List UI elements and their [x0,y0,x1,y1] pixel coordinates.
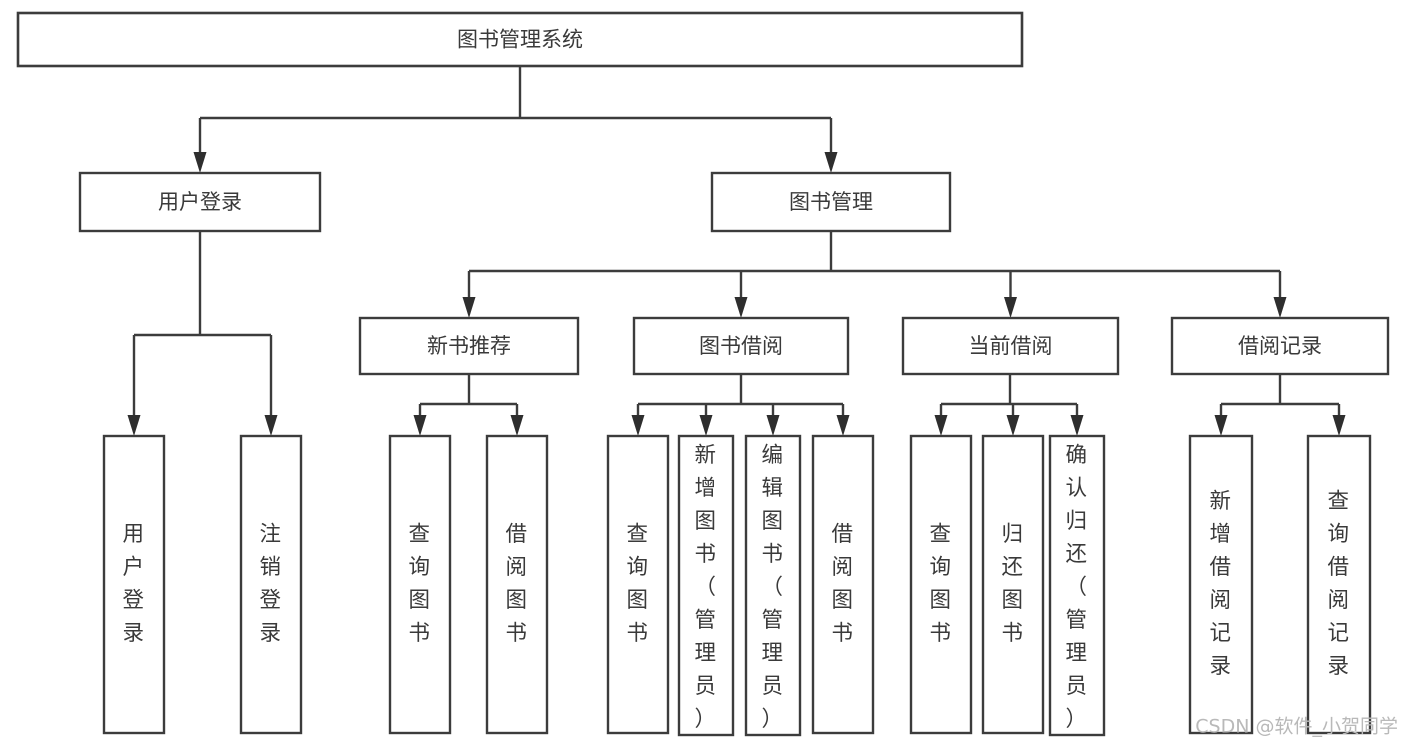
connector-group-l2d [1214,374,1346,436]
node-label: 借阅图书 [505,522,528,646]
node-leaf05[interactable]: 查询图书 [606,434,670,735]
connector-layer [127,66,1346,436]
node-box[interactable] [1306,434,1372,735]
node-label: 新书推荐 [427,334,511,358]
node-label: 确认归还（管理员） [1065,443,1088,732]
arrow-head-icon [836,415,850,436]
arrow-head-icon [734,297,748,318]
node-leaf12[interactable]: 新增借阅记录 [1188,434,1254,735]
node-box[interactable] [78,171,322,233]
node-box[interactable] [901,316,1120,376]
node-label: 用户登录 [122,522,145,646]
node-l2b[interactable]: 图书借阅 [632,316,850,376]
node-box[interactable] [677,434,735,737]
node-label: 借阅图书 [831,522,854,646]
node-leaf03[interactable]: 查询图书 [388,434,452,735]
arrow-head-icon [1273,297,1287,318]
node-leaf04[interactable]: 借阅图书 [485,434,549,735]
connector-group-l1a [127,231,278,436]
node-leaf01[interactable]: 用户登录 [102,434,166,735]
arrow-head-icon [462,297,476,318]
node-layer: 图书管理系统用户登录图书管理新书推荐图书借阅当前借阅借阅记录用户登录注销登录查询… [16,11,1390,737]
arrow-head-icon [1332,415,1346,436]
node-leaf02[interactable]: 注销登录 [239,434,303,735]
node-box[interactable] [811,434,875,735]
node-box[interactable] [358,316,580,376]
node-label: 新增图书（管理员） [694,443,717,732]
node-leaf11[interactable]: 确认归还（管理员） [1048,434,1106,737]
node-leaf06[interactable]: 新增图书（管理员） [677,434,735,737]
arrow-head-icon [1070,415,1084,436]
connector-group-l1b [462,231,1287,318]
connector-group-l2a [413,374,524,436]
node-box[interactable] [102,434,166,735]
node-box[interactable] [16,11,1024,68]
node-leaf09[interactable]: 查询图书 [909,434,973,735]
node-label: 查询图书 [408,522,431,646]
node-box[interactable] [606,434,670,735]
arrow-head-icon [699,415,713,436]
node-box[interactable] [1188,434,1254,735]
node-box[interactable] [744,434,802,737]
node-label: 图书借阅 [699,334,783,358]
connector-group-root [193,66,838,173]
node-label: 当前借阅 [969,334,1053,358]
node-box[interactable] [909,434,973,735]
node-leaf07[interactable]: 编辑图书（管理员） [744,434,802,737]
node-l1b[interactable]: 图书管理 [710,171,952,233]
arrow-head-icon [127,415,141,436]
node-box[interactable] [239,434,303,735]
arrow-head-icon [631,415,645,436]
node-box[interactable] [710,171,952,233]
arrow-head-icon [413,415,427,436]
arrow-head-icon [1006,415,1020,436]
node-l2a[interactable]: 新书推荐 [358,316,580,376]
node-leaf08[interactable]: 借阅图书 [811,434,875,735]
arrow-head-icon [1214,415,1228,436]
arrow-head-icon [824,152,838,173]
arrow-head-icon [264,415,278,436]
node-box[interactable] [1048,434,1106,737]
node-label: 借阅记录 [1238,334,1322,358]
arrow-head-icon [934,415,948,436]
node-label: 归还图书 [1001,522,1024,646]
node-label: 用户登录 [158,190,242,214]
node-label: 注销登录 [259,522,282,646]
node-label: 查询借阅记录 [1327,489,1350,679]
arrow-head-icon [193,152,207,173]
node-l2d[interactable]: 借阅记录 [1170,316,1390,376]
node-box[interactable] [485,434,549,735]
watermark-label: CSDN @软件_小贺同学 [1195,716,1398,738]
connector-group-l2b [631,374,850,436]
node-label: 查询图书 [929,522,952,646]
node-root[interactable]: 图书管理系统 [16,11,1024,68]
node-box[interactable] [388,434,452,735]
arrow-head-icon [510,415,524,436]
node-label: 新增借阅记录 [1209,489,1232,679]
node-l2c[interactable]: 当前借阅 [901,316,1120,376]
node-label: 图书管理系统 [457,28,583,52]
node-box[interactable] [632,316,850,376]
arrow-head-icon [1004,297,1017,318]
node-leaf10[interactable]: 归还图书 [981,434,1045,735]
node-label: 查询图书 [626,522,649,646]
connector-group-l2c [934,374,1084,436]
node-box[interactable] [981,434,1045,735]
node-l1a[interactable]: 用户登录 [78,171,322,233]
arrow-head-icon [766,415,780,436]
node-leaf13[interactable]: 查询借阅记录 [1306,434,1372,735]
node-box[interactable] [1170,316,1390,376]
node-label: 图书管理 [789,190,873,214]
node-label: 编辑图书（管理员） [761,443,784,732]
